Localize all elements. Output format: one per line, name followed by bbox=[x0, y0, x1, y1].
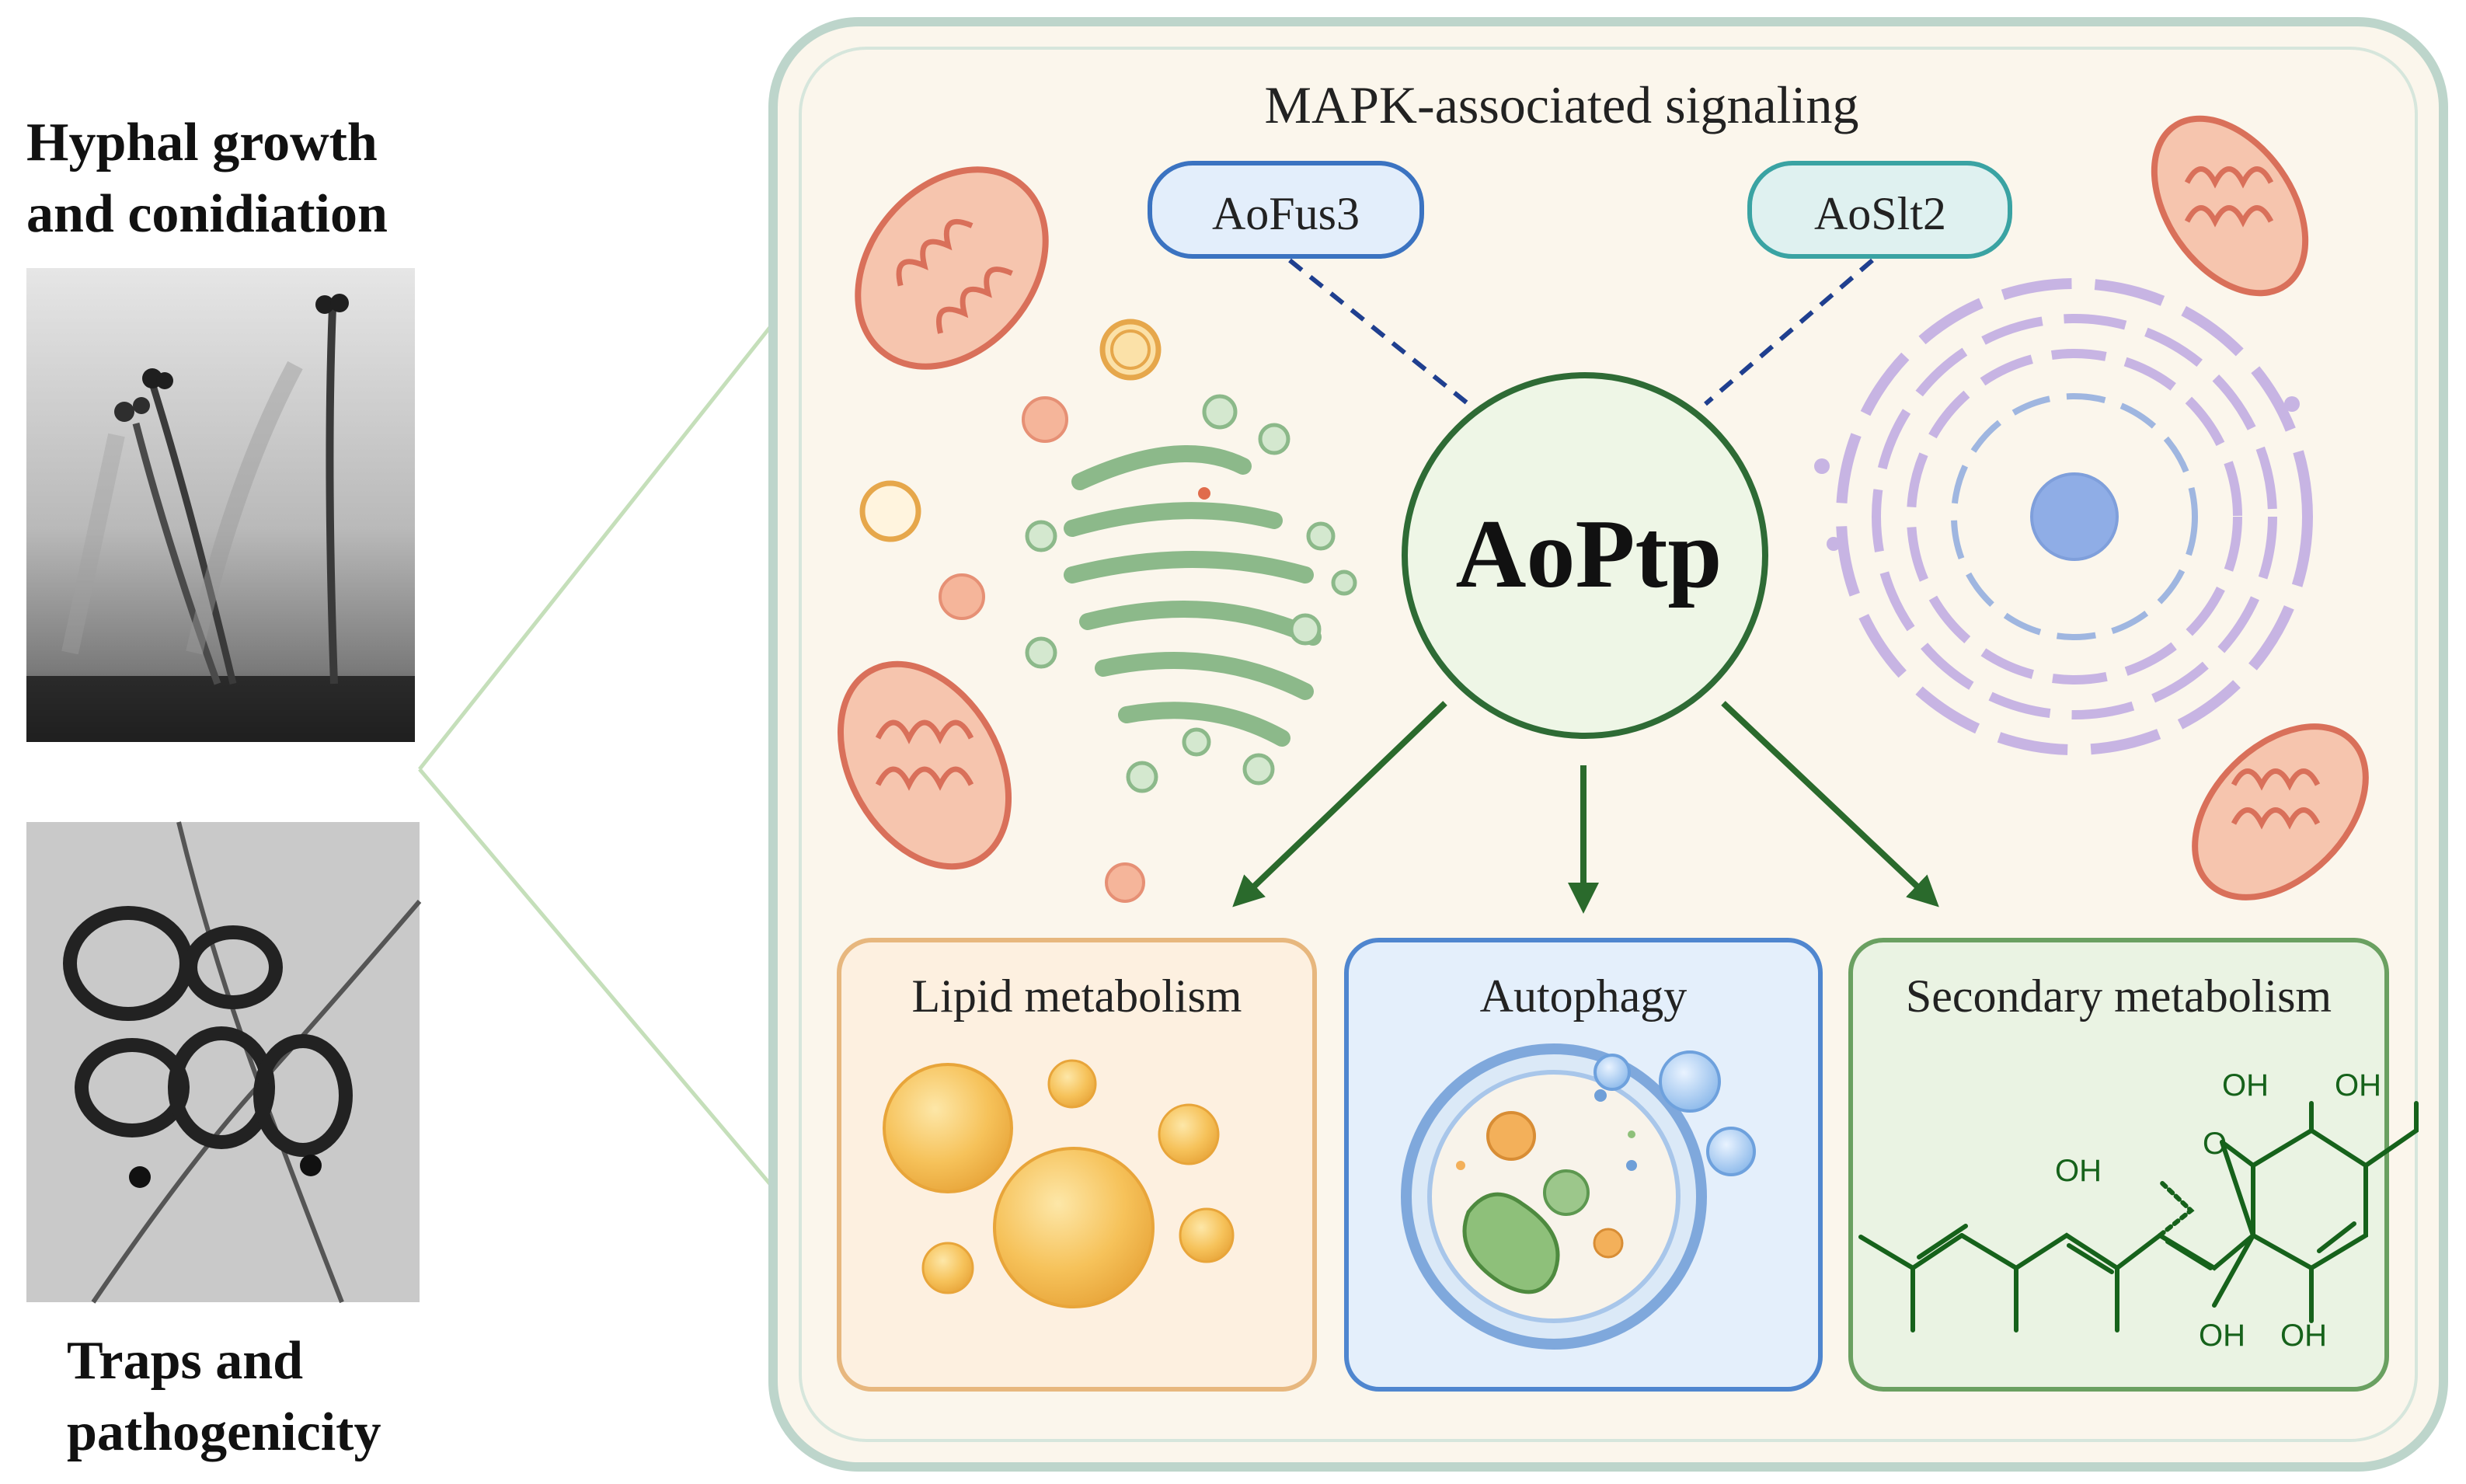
nucleus-er-icon bbox=[1814, 278, 2313, 755]
zoom-lines bbox=[418, 325, 772, 1186]
svg-text:AoPtp: AoPtp bbox=[1456, 500, 1722, 608]
molecule-structure-icon bbox=[1858, 1101, 2419, 1332]
svg-text:OH: OH bbox=[2335, 1068, 2381, 1103]
traps-caption: Traps and pathogenicity bbox=[67, 1331, 381, 1462]
dashed-link-right bbox=[1704, 258, 1874, 406]
mitochondrion-icon bbox=[855, 166, 1049, 370]
autophagosome-icon bbox=[1401, 1043, 1756, 1350]
arrow-to-secondary bbox=[1721, 701, 1939, 907]
lipid-droplets-icon bbox=[883, 1059, 1235, 1308]
svg-text:Lipid metabolism: Lipid metabolism bbox=[912, 970, 1242, 1022]
svg-text:Autophagy: Autophagy bbox=[1480, 970, 1688, 1022]
lipid-metabolism-box: Lipid metabolism bbox=[837, 938, 1317, 1392]
svg-text:OH: OH bbox=[2280, 1319, 2327, 1353]
mitochondrion-icon bbox=[2151, 115, 2309, 297]
aoslt2-node: AoSlt2 bbox=[1747, 161, 2012, 259]
svg-text:OH: OH bbox=[2055, 1154, 2102, 1188]
svg-text:O: O bbox=[2203, 1127, 2227, 1161]
arrows bbox=[1232, 701, 1939, 914]
mitochondrion-icon bbox=[2192, 723, 2369, 901]
vesicle-icons bbox=[859, 319, 1162, 903]
autophagy-box: Autophagy bbox=[1344, 938, 1823, 1392]
mitochondrion-icon bbox=[837, 660, 1012, 870]
dashed-link-left bbox=[1288, 258, 1470, 406]
svg-text:OH: OH bbox=[2222, 1068, 2269, 1103]
molecule-labels: OH OH OH OH OH O bbox=[2055, 1068, 2381, 1353]
secondary-metabolism-box: Secondary metabolism OH OH OH OH bbox=[1848, 938, 2419, 1392]
arrow-to-lipid bbox=[1232, 701, 1447, 907]
signaling-header: MAPK-associated signaling bbox=[1265, 75, 1859, 134]
svg-text:AoFus3: AoFus3 bbox=[1212, 188, 1360, 239]
aoptp-center-node: AoPtp bbox=[1402, 372, 1768, 739]
aofus3-node: AoFus3 bbox=[1148, 161, 1424, 259]
golgi-apparatus-icon bbox=[1025, 394, 1357, 793]
svg-text:OH: OH bbox=[2199, 1319, 2245, 1353]
svg-text:Secondary metabolism: Secondary metabolism bbox=[1906, 970, 2332, 1022]
hyphal-growth-caption: Hyphal growth and conidiation bbox=[26, 113, 388, 244]
svg-text:AoSlt2: AoSlt2 bbox=[1814, 188, 1946, 239]
hyphae-micrograph bbox=[26, 268, 415, 742]
trap-micrograph bbox=[26, 821, 422, 1304]
